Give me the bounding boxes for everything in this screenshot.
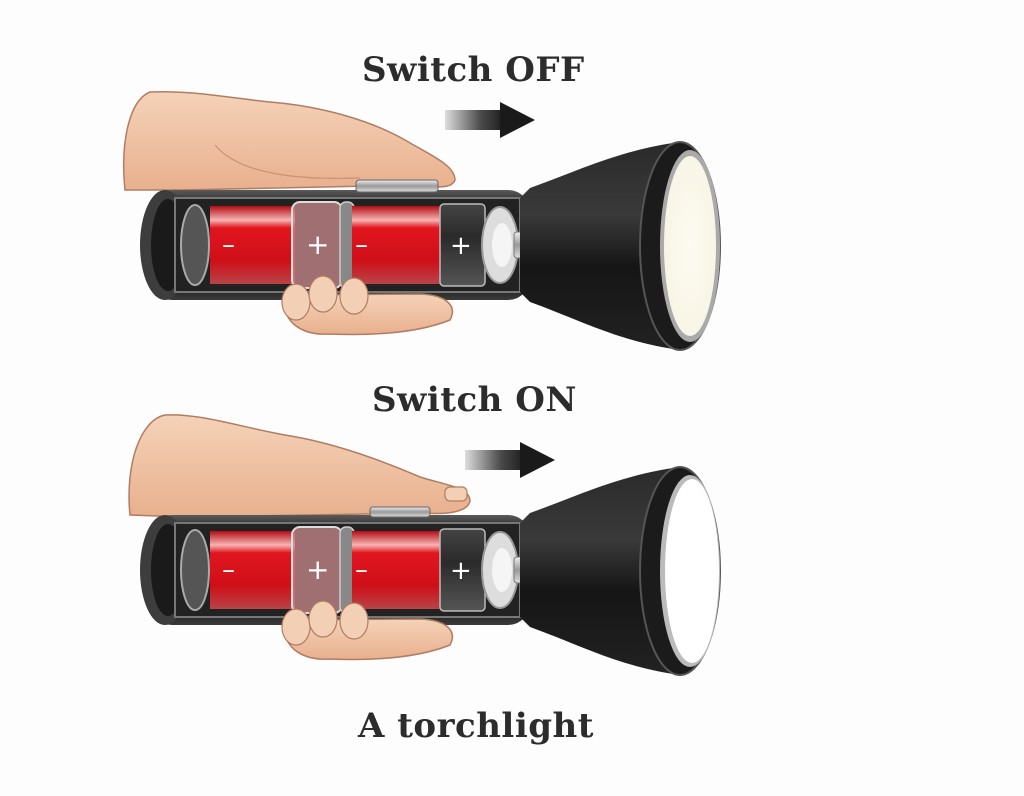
hand-top	[128, 414, 471, 518]
battery-1: – +	[210, 526, 343, 614]
torch-panel-off: – + – +	[0, 80, 1024, 410]
battery-1: – +	[210, 201, 343, 289]
svg-text:–: –	[222, 230, 235, 260]
svg-text:+: +	[450, 556, 472, 586]
battery-2: – +	[339, 526, 486, 614]
figure-caption: A torchlight	[358, 706, 594, 746]
svg-text:+: +	[306, 228, 329, 261]
switch-slider	[355, 179, 439, 193]
torch-panel-on: – + – +	[0, 405, 1024, 735]
arrow-right-icon	[465, 442, 555, 478]
svg-text:–: –	[355, 230, 368, 260]
hand-bottom	[281, 600, 453, 661]
hand-top	[122, 90, 456, 191]
switch-off-label: Switch OFF	[362, 50, 585, 90]
svg-text:–: –	[355, 555, 368, 585]
switch-slider	[369, 506, 431, 518]
switch-on-label: Switch ON	[372, 380, 577, 420]
hand-bottom	[281, 275, 453, 336]
svg-text:+: +	[306, 553, 329, 586]
arrow-right-icon	[445, 102, 535, 138]
lens-on	[665, 479, 719, 663]
lens-off	[664, 156, 716, 336]
battery-2: – +	[339, 201, 486, 289]
svg-text:+: +	[450, 231, 472, 261]
svg-text:–: –	[222, 555, 235, 585]
